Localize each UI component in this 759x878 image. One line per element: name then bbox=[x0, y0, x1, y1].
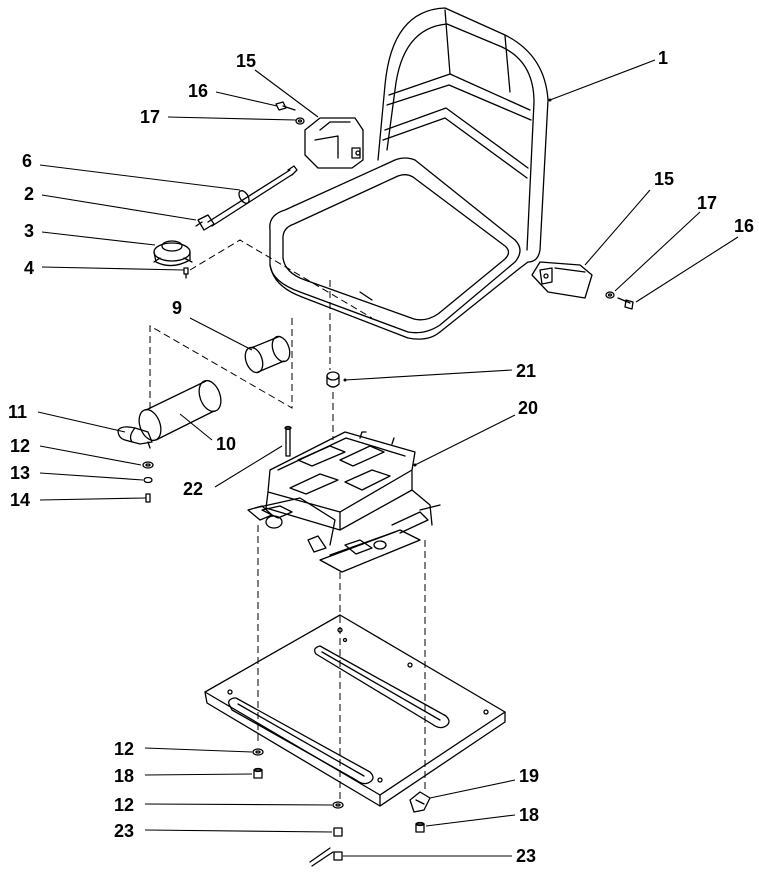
callout-4: 4 bbox=[24, 258, 35, 278]
base-plate bbox=[204, 614, 506, 807]
callout-17-upper: 17 bbox=[140, 107, 161, 127]
callout-21: 21 bbox=[516, 361, 537, 381]
callout-2: 2 bbox=[24, 184, 35, 204]
callout-22: 22 bbox=[183, 479, 204, 499]
pivot-bracket-right bbox=[531, 261, 593, 299]
washer-12-lower-left bbox=[252, 748, 264, 756]
callout-12-left: 12 bbox=[10, 436, 31, 456]
screw-4 bbox=[183, 267, 189, 279]
callout-11: 11 bbox=[8, 402, 28, 422]
nut-23-a bbox=[333, 827, 343, 837]
callout-16-upper: 16 bbox=[188, 81, 209, 101]
callout-6: 6 bbox=[22, 151, 33, 171]
bushing-9 bbox=[244, 335, 291, 374]
callout-14: 14 bbox=[10, 490, 31, 510]
callout-3: 3 bbox=[24, 221, 35, 241]
alignment-lines bbox=[149, 239, 426, 800]
connector-2 bbox=[195, 214, 215, 231]
stud-22 bbox=[284, 425, 292, 457]
callout-15-upper: 15 bbox=[236, 51, 257, 71]
callout-12-bottom-a: 12 bbox=[114, 739, 135, 759]
hardware-12-13-14 bbox=[142, 461, 154, 503]
clamp-11 bbox=[117, 426, 153, 449]
callout-12-bottom-b: 12 bbox=[114, 795, 135, 815]
callout-13: 13 bbox=[10, 463, 31, 483]
callout-18-bottom-right: 18 bbox=[519, 805, 540, 825]
seat-part-1 bbox=[269, 7, 549, 340]
callout-20: 20 bbox=[518, 398, 539, 418]
bolt-right-16 bbox=[617, 297, 634, 310]
washer-12-lower-middle bbox=[332, 801, 344, 809]
callout-17-right: 17 bbox=[697, 193, 718, 213]
callout-19: 19 bbox=[519, 766, 540, 786]
nut-18-lower-right bbox=[415, 821, 425, 833]
switch-3 bbox=[153, 240, 193, 267]
callout-23-right: 23 bbox=[516, 846, 537, 866]
callout-16-right: 16 bbox=[734, 216, 755, 236]
suspension-20 bbox=[247, 431, 441, 573]
pivot-bracket-left bbox=[304, 117, 364, 169]
washer-right-17 bbox=[605, 291, 615, 299]
callout-18-bottom-left: 18 bbox=[114, 766, 135, 786]
spacer-21 bbox=[326, 371, 340, 388]
leader-endpoints bbox=[343, 98, 552, 467]
nut-23-b bbox=[309, 847, 343, 867]
washer-left-17 bbox=[295, 117, 305, 125]
callout-15-right: 15 bbox=[654, 169, 675, 189]
bolt-left-16 bbox=[275, 101, 296, 111]
cable-6 bbox=[207, 165, 298, 227]
nut-18-lower-left bbox=[253, 767, 263, 779]
callout-9: 9 bbox=[172, 298, 183, 318]
callout-23-left: 23 bbox=[114, 821, 135, 841]
callout-1: 1 bbox=[658, 48, 669, 68]
leader-lines bbox=[37, 59, 739, 857]
tube-10 bbox=[138, 379, 222, 442]
callout-10: 10 bbox=[216, 434, 237, 454]
clip-19 bbox=[409, 791, 431, 813]
